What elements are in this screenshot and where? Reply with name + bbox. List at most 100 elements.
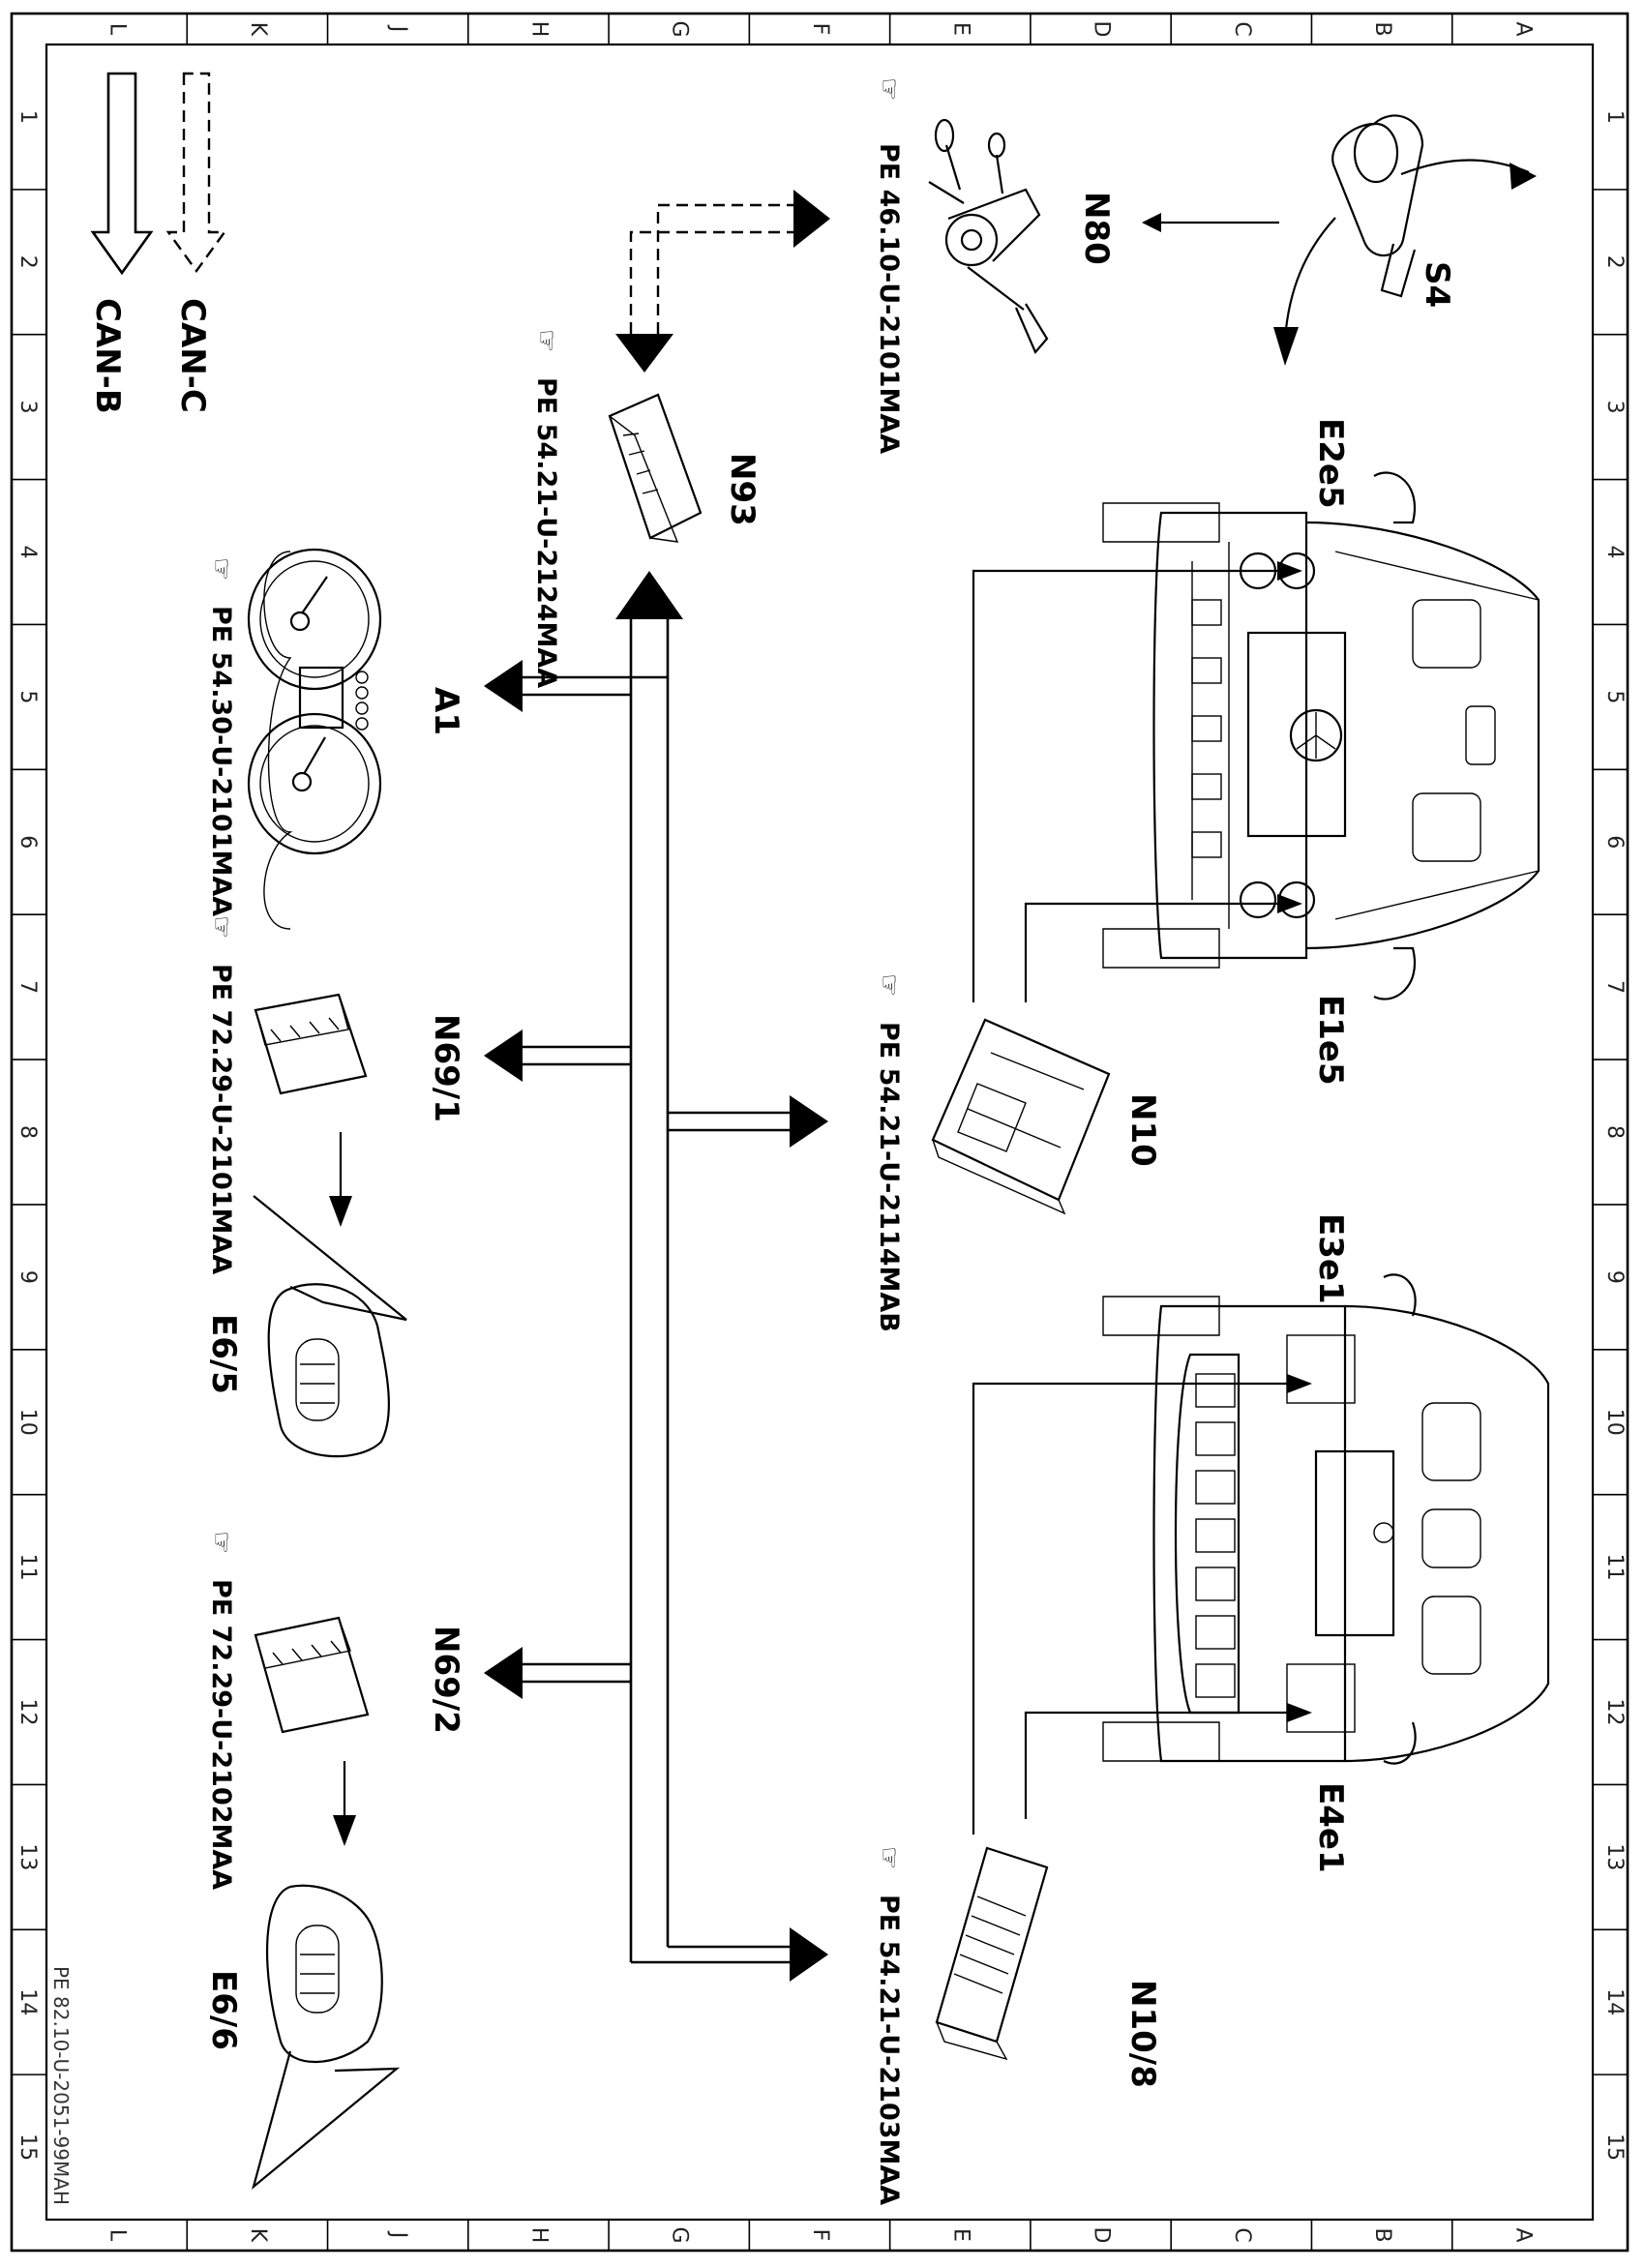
grid-column-label: C xyxy=(1230,21,1254,36)
grid-column-label: H xyxy=(526,21,551,38)
grid-column-label: G xyxy=(668,2226,692,2243)
n93-label: N93 xyxy=(723,453,762,526)
grid-row-label: 6 xyxy=(15,835,40,849)
grid-column-label: D xyxy=(1090,2227,1114,2244)
can-b-bus xyxy=(484,571,828,1982)
drawing-frame xyxy=(10,12,1630,2253)
s4-combination-switch: S4 xyxy=(1273,114,1537,366)
front-vehicle-view: E2e5 E1e5 xyxy=(1102,418,1540,1086)
svg-text:☞: ☞ xyxy=(206,1531,236,1554)
n10-label: N10 xyxy=(1123,1093,1162,1167)
grid-column-label: K xyxy=(246,22,270,37)
grid-row-label: 8 xyxy=(1602,1125,1627,1139)
n80-label: N80 xyxy=(1077,192,1116,265)
grid-row-label: 4 xyxy=(1602,546,1627,559)
grid-column-label: A xyxy=(1510,21,1535,36)
grid-row-label: 2 xyxy=(15,255,40,269)
a1-instrument-cluster: A1 PE 54.30-U-2101MAA ☞ xyxy=(206,548,465,930)
n69-2-reference: PE 72.29-U-2102MAA xyxy=(206,1579,236,1890)
n69-1-reference: PE 72.29-U-2101MAA xyxy=(206,964,236,1274)
e2e5-label: E2e5 xyxy=(1311,418,1350,509)
n93-central-gateway: N93 PE 54.21-U-2124MAA ☞ xyxy=(531,329,762,688)
svg-text:☞: ☞ xyxy=(874,973,904,997)
grid-row-label: 4 xyxy=(15,546,40,559)
n10-8-sam-rear: N10/8 PE 54.21-U-2103MAA ☞ xyxy=(874,1374,1312,2205)
n10-reference: PE 54.21-U-2114MAB xyxy=(874,1022,904,1332)
grid-row-label: 2 xyxy=(1602,255,1627,269)
grid-row-label: 12 xyxy=(1602,1698,1627,1725)
grid-column-label: L xyxy=(105,2229,130,2242)
n69-2-door-control-right: N69/2 PE 72.29-U-2102MAA ☞ xyxy=(206,1531,465,1890)
can-c-legend: CAN-C xyxy=(165,72,227,413)
e3e1-label: E3e1 xyxy=(1311,1213,1350,1304)
grid-row-label: 10 xyxy=(15,1409,40,1436)
n69-1-door-control-left: N69/1 PE 72.29-U-2101MAA ☞ xyxy=(206,915,465,1274)
document-id: PE 82.10-U-2051-99MAH xyxy=(49,1966,73,2205)
grid-row-label: 9 xyxy=(15,1270,40,1284)
svg-text:☞: ☞ xyxy=(531,329,561,352)
svg-text:☞: ☞ xyxy=(874,77,904,101)
grid-row-label: 9 xyxy=(1602,1270,1627,1284)
n10-8-reference: PE 54.21-U-2103MAA xyxy=(874,1895,904,2205)
grid-row-label: 1 xyxy=(15,110,40,124)
grid-column-label: C xyxy=(1230,2227,1254,2242)
grid-row-label: 8 xyxy=(15,1125,40,1139)
grid-row-label: 7 xyxy=(1602,980,1627,994)
e1e5-label: E1e5 xyxy=(1311,995,1350,1086)
grid-row-label: 5 xyxy=(1602,690,1627,703)
e6-5-mirror-left: E6/5 xyxy=(204,1195,407,1458)
s4-label: S4 xyxy=(1418,261,1456,308)
e6-6-label: E6/6 xyxy=(204,1970,243,2050)
grid-column-label: F xyxy=(808,2229,832,2242)
e4e1-label: E4e1 xyxy=(1311,1782,1350,1873)
a1-label: A1 xyxy=(427,687,465,735)
grid-row-label: 11 xyxy=(1602,1554,1627,1581)
can-b-label: CAN-B xyxy=(88,298,127,414)
grid-column-label: B xyxy=(1370,21,1394,36)
grid-row-label: 14 xyxy=(15,1988,40,2015)
n69-2-label: N69/2 xyxy=(427,1626,465,1734)
n80-reference: PE 46.10-U-2101MAA xyxy=(874,143,904,454)
grid-row-label: 7 xyxy=(15,980,40,994)
e6-5-label: E6/5 xyxy=(204,1314,243,1394)
can-c-link xyxy=(615,190,830,373)
grid-row-label: 3 xyxy=(1602,401,1627,414)
grid-row-label: 12 xyxy=(15,1698,40,1725)
grid-column-label: A xyxy=(1510,2227,1535,2242)
grid-column-label: J xyxy=(386,24,410,33)
grid-row-label: 13 xyxy=(15,1843,40,1870)
rear-vehicle-view: E3e1 E4e1 xyxy=(1102,1213,1550,1873)
n69-1-label: N69/1 xyxy=(427,1014,465,1122)
grid-row-label: 10 xyxy=(1602,1409,1627,1436)
grid-row-label: 15 xyxy=(15,2134,40,2161)
grid-column-label: L xyxy=(105,23,130,36)
grid-column-label: D xyxy=(1090,21,1114,38)
a1-reference: PE 54.30-U-2101MAA xyxy=(206,606,236,916)
grid-column-label: F xyxy=(808,23,832,36)
can-c-label: CAN-C xyxy=(173,298,212,413)
grid-column-label: B xyxy=(1370,2227,1394,2242)
grid-row-label: 15 xyxy=(1602,2134,1627,2161)
grid-column-label: J xyxy=(386,2230,410,2239)
n10-8-label: N10/8 xyxy=(1123,1980,1162,2088)
grid-column-label: G xyxy=(668,20,692,37)
grid-row-label: 6 xyxy=(1602,835,1627,849)
svg-text:☞: ☞ xyxy=(206,557,236,581)
e6-6-mirror-right: E6/6 xyxy=(204,1884,401,2191)
can-b-legend: CAN-B xyxy=(88,72,154,414)
grid-column-label: E xyxy=(948,22,972,36)
grid-row-label: 14 xyxy=(1602,1988,1627,2015)
n80-steering-column-module: N80 PE 46.10-U-2101MAA ☞ xyxy=(874,77,1279,454)
grid-row-label: 3 xyxy=(15,401,40,414)
n93-reference: PE 54.21-U-2124MAA xyxy=(531,377,561,688)
grid-row-label: 13 xyxy=(1602,1843,1627,1870)
n10-sam-front: N10 PE 54.21-U-2114MAB ☞ xyxy=(874,561,1302,1332)
svg-text:☞: ☞ xyxy=(206,915,236,939)
grid-column-label: E xyxy=(948,2228,972,2242)
grid-row-label: 5 xyxy=(15,690,40,703)
grid-column-label: K xyxy=(246,2228,270,2243)
grid-column-label: H xyxy=(526,2227,551,2244)
